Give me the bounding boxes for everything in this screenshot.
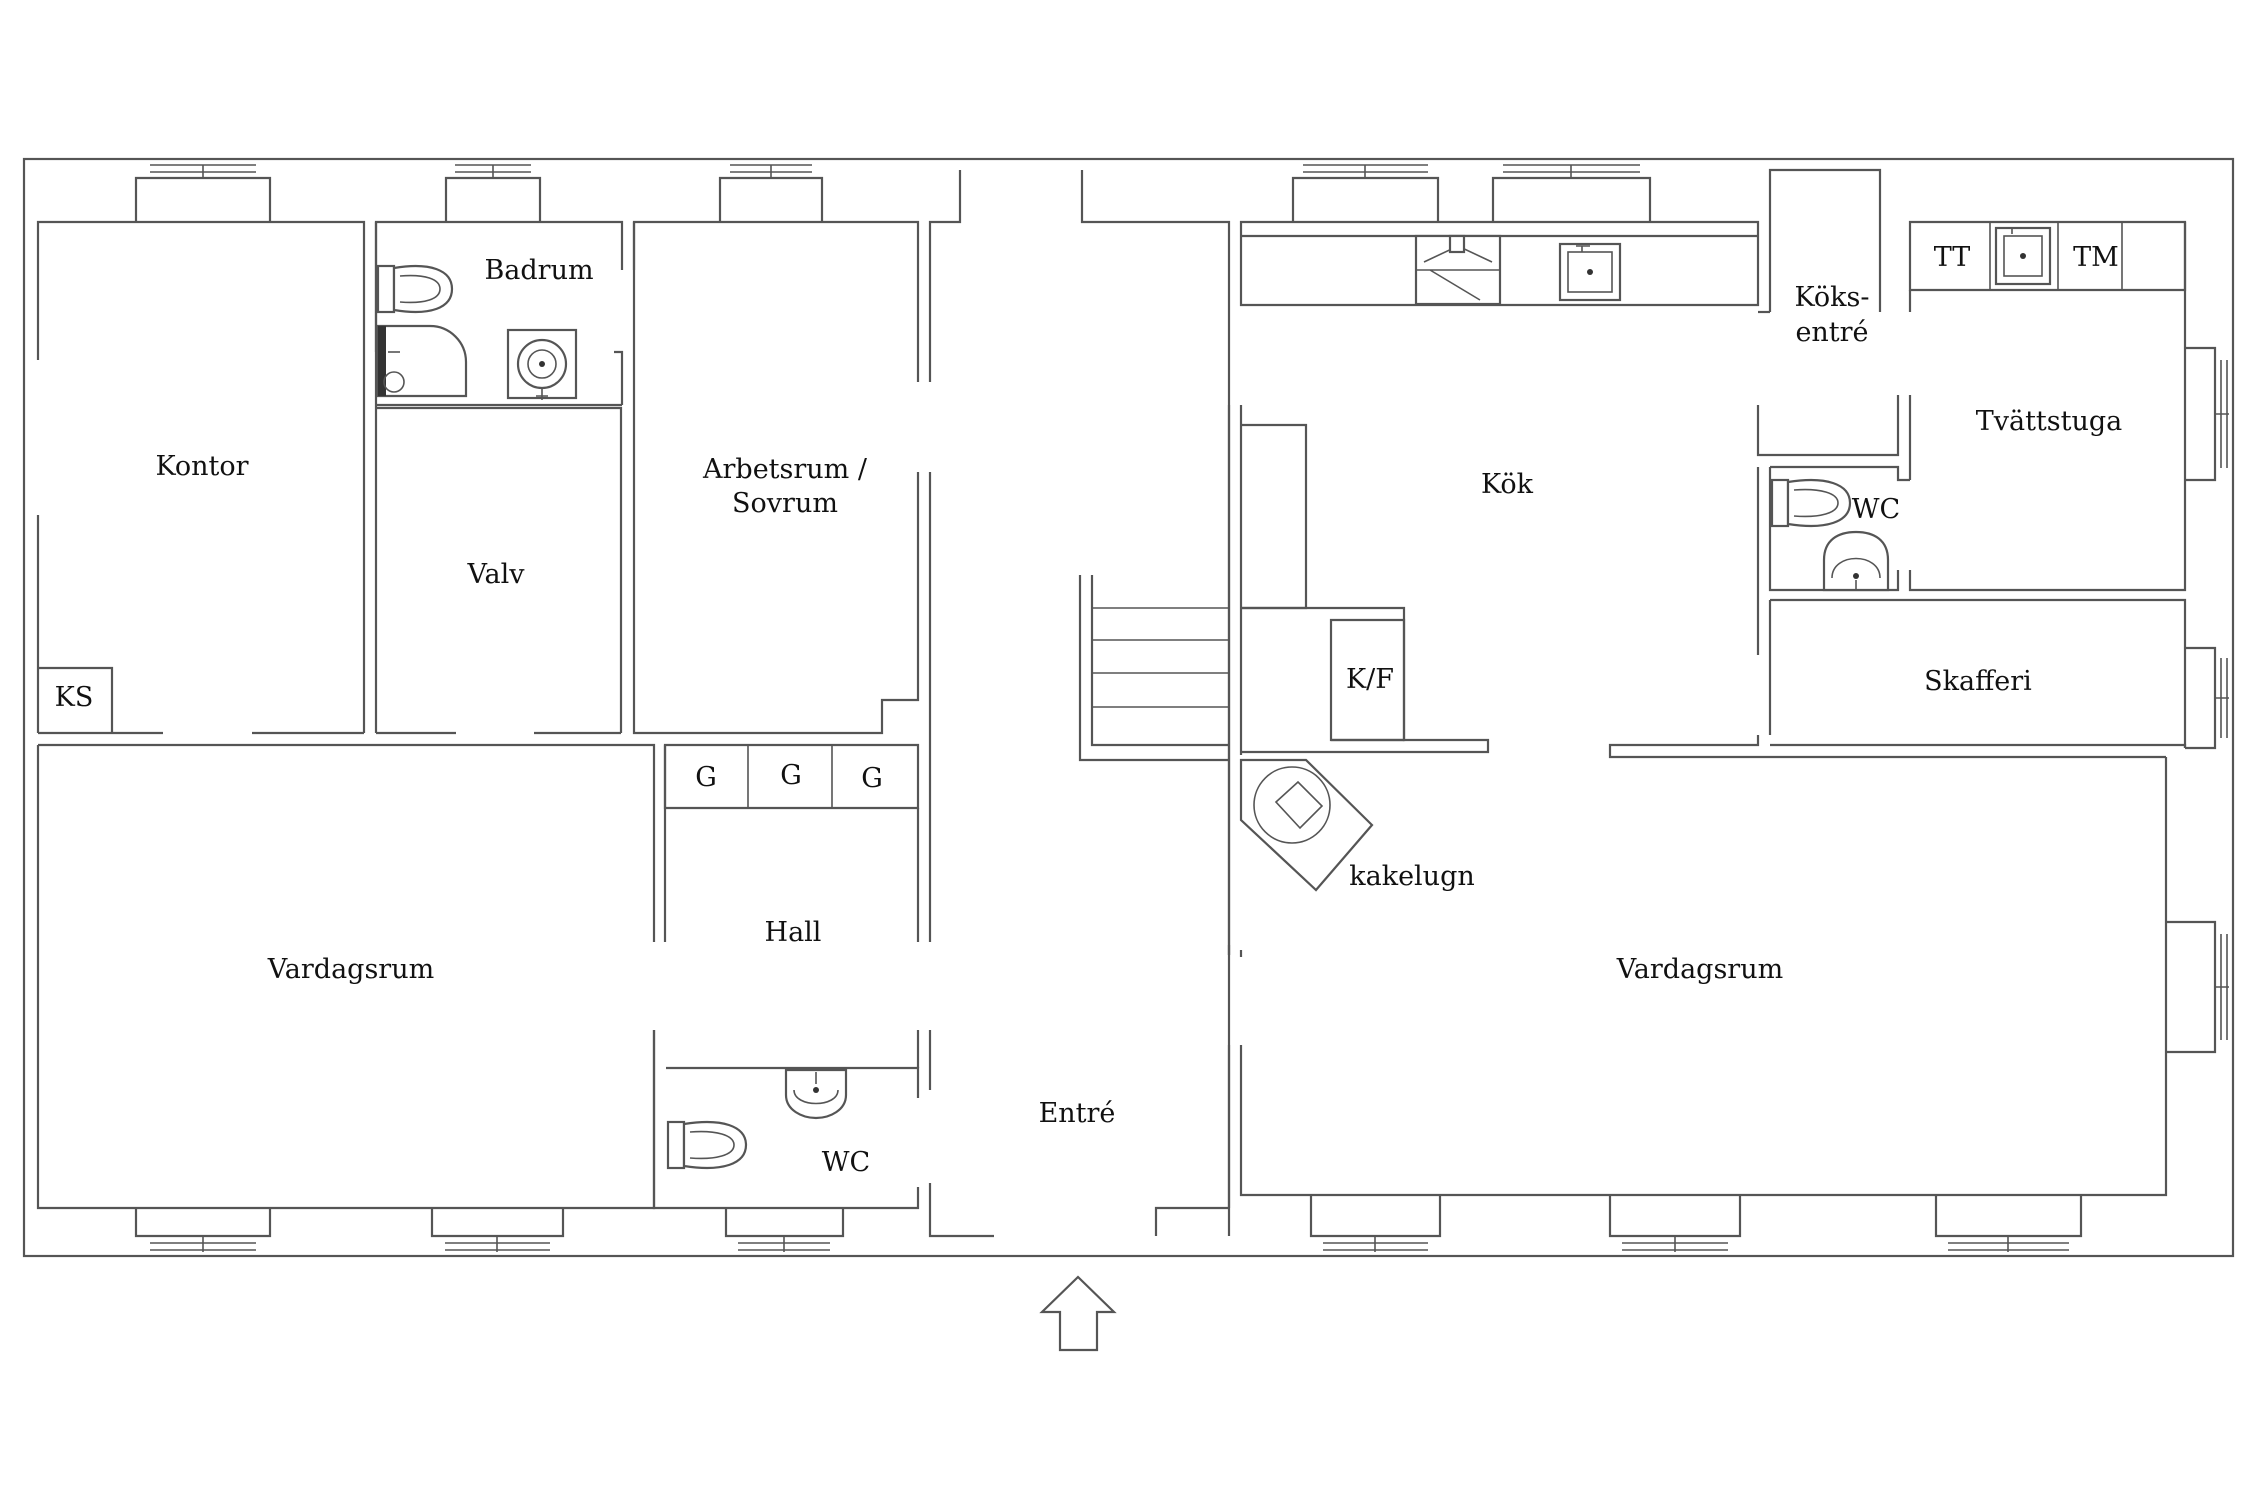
label-entre: Entré <box>1039 1098 1116 1129</box>
window <box>1309 1195 1442 1252</box>
label-skafferi: Skafferi <box>1924 666 2032 697</box>
sink-icon <box>784 1068 848 1120</box>
label-g-1: G <box>695 762 717 793</box>
kakelugn-icon <box>1239 758 1374 892</box>
interior-walls-right <box>1078 168 2187 1236</box>
window <box>134 164 272 222</box>
window <box>1934 1195 2083 1252</box>
window <box>2166 920 2229 1054</box>
label-tt: TT <box>1934 242 1971 273</box>
windows-right <box>2166 346 2229 1054</box>
window <box>444 164 542 222</box>
label-koksentre-1: Köks- <box>1794 282 1869 313</box>
label-kontor: Kontor <box>155 451 248 482</box>
window <box>724 1208 845 1252</box>
window <box>1608 1195 1742 1252</box>
label-wc-upper: WC <box>1852 494 1900 525</box>
toilet-icon <box>376 264 454 314</box>
label-wc-lower: WC <box>822 1147 870 1178</box>
arrow-up-icon <box>1039 1275 1117 1352</box>
window <box>134 1208 272 1252</box>
label-g-3: G <box>861 763 883 794</box>
label-tvattstuga: Tvättstuga <box>1976 406 2123 437</box>
windows-bottom <box>134 1195 2083 1252</box>
label-sovrum: Sovrum <box>732 488 838 519</box>
label-kf: K/F <box>1346 664 1394 695</box>
window <box>1491 164 1652 222</box>
label-g-2: G <box>780 760 802 791</box>
label-ks: KS <box>55 682 94 713</box>
label-kakelugn: kakelugn <box>1349 861 1475 892</box>
window <box>430 1208 565 1252</box>
window <box>2185 646 2229 750</box>
interior-walls-left <box>36 170 1231 1238</box>
label-vardagsrum-left: Vardagsrum <box>267 954 434 985</box>
sink-icon <box>1558 242 1622 302</box>
toilet-icon <box>1770 478 1852 528</box>
window <box>2185 346 2229 482</box>
window <box>718 164 824 222</box>
label-valv: Valv <box>466 559 525 590</box>
shower-icon <box>376 324 468 398</box>
label-arbetsrum: Arbetsrum / <box>702 454 868 485</box>
toilet-icon <box>666 1120 748 1170</box>
label-hall: Hall <box>765 917 822 948</box>
windows-top <box>134 164 1652 222</box>
room-labels: Kontor Badrum Valv Arbetsrum / Sovrum KS… <box>55 242 2123 1178</box>
label-vardagsrum-right: Vardagsrum <box>1616 954 1783 985</box>
sink-icon <box>1822 530 1890 592</box>
exterior-wall <box>22 157 2235 1258</box>
sink-icon <box>506 328 578 400</box>
label-kok: Kök <box>1481 469 1534 500</box>
stove-icon <box>1414 234 1502 306</box>
sink-icon <box>1994 226 2052 286</box>
label-koksentre-2: entré <box>1795 317 1868 348</box>
label-badrum: Badrum <box>484 255 593 286</box>
label-tm: TM <box>2073 242 2119 273</box>
window <box>1291 164 1440 222</box>
